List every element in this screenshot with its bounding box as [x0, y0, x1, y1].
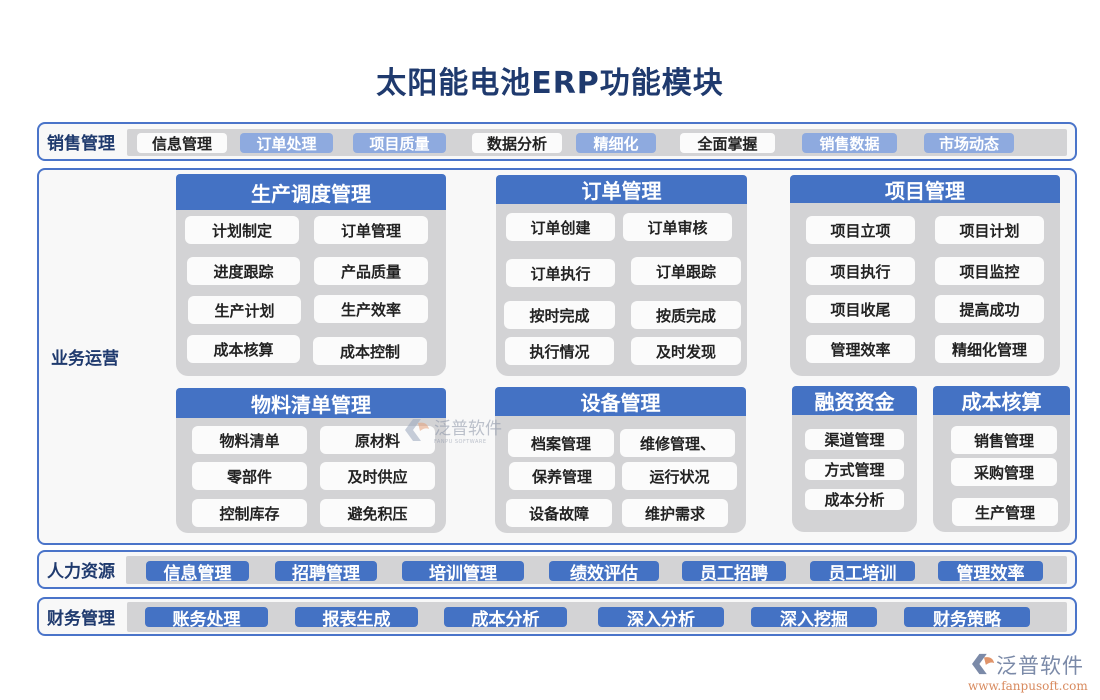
- module-item[interactable]: 及时供应: [320, 462, 435, 490]
- module-item[interactable]: 按时完成: [504, 301, 615, 329]
- finance-item-deep-analysis[interactable]: 深入分析: [598, 607, 724, 630]
- module-financing: 融资资金 渠道管理 方式管理 成本分析: [792, 386, 917, 532]
- module-item[interactable]: 销售管理: [951, 426, 1057, 454]
- module-header: 融资资金: [792, 386, 917, 415]
- module-item[interactable]: 零部件: [192, 462, 307, 490]
- module-item[interactable]: 档案管理: [508, 429, 614, 457]
- module-item[interactable]: 成本控制: [313, 337, 427, 365]
- module-item[interactable]: 提高成功: [935, 295, 1044, 323]
- module-item[interactable]: 成本核算: [187, 335, 300, 363]
- module-item[interactable]: 产品质量: [314, 257, 428, 285]
- module-item[interactable]: 设备故障: [506, 499, 612, 527]
- module-item[interactable]: 进度跟踪: [187, 257, 300, 285]
- module-header: 设备管理: [495, 387, 746, 416]
- module-item[interactable]: 生产计划: [188, 296, 301, 324]
- hr-strip: 信息管理 招聘管理 培训管理 绩效评估 员工招聘 员工培训 管理效率: [126, 556, 1067, 584]
- finance-item-cost-analysis[interactable]: 成本分析: [444, 607, 567, 630]
- module-item[interactable]: 管理效率: [806, 335, 915, 363]
- brand-logo: 泛普软件 www.fanpusoft.com: [968, 650, 1096, 696]
- finance-label: 财务管理: [47, 609, 115, 629]
- hr-item-staff-recruit[interactable]: 员工招聘: [682, 561, 786, 584]
- sales-section: 销售管理 信息管理 订单处理 项目质量 数据分析 精细化 全面掌握 销售数据 市…: [37, 122, 1077, 161]
- finance-item-reports[interactable]: 报表生成: [295, 607, 418, 630]
- module-item[interactable]: 项目收尾: [806, 295, 915, 323]
- module-item[interactable]: 项目立项: [806, 216, 915, 244]
- sales-label: 销售管理: [47, 134, 115, 154]
- sales-item-overview[interactable]: 全面掌握: [680, 133, 775, 153]
- sales-item-data-analysis[interactable]: 数据分析: [472, 133, 562, 153]
- sales-item-sales-data[interactable]: 销售数据: [802, 133, 897, 153]
- module-item[interactable]: 及时发现: [631, 337, 741, 365]
- sales-item-project-quality[interactable]: 项目质量: [353, 133, 446, 153]
- sales-item-info[interactable]: 信息管理: [137, 133, 227, 153]
- module-item[interactable]: 保养管理: [509, 462, 615, 490]
- module-item[interactable]: 控制库存: [192, 499, 307, 527]
- hr-item-training-mgmt[interactable]: 培训管理: [402, 561, 524, 584]
- module-item[interactable]: 避免积压: [320, 499, 435, 527]
- module-header: 生产调度管理: [176, 174, 446, 210]
- module-item[interactable]: 物料清单: [192, 426, 307, 454]
- module-item[interactable]: 订单跟踪: [631, 257, 741, 285]
- module-item[interactable]: 方式管理: [805, 459, 904, 480]
- hr-label: 人力资源: [47, 562, 115, 582]
- module-item[interactable]: 执行情况: [505, 337, 614, 365]
- hr-item-recruit-mgmt[interactable]: 招聘管理: [275, 561, 377, 584]
- module-project-management: 项目管理 项目立项 项目计划 项目执行 项目监控 项目收尾 提高成功 管理效率 …: [790, 175, 1060, 376]
- module-equipment-management: 设备管理 档案管理 维修管理、 保养管理 运行状况 设备故障 维护需求: [495, 387, 746, 533]
- watermark-name: 泛普软件: [434, 419, 502, 439]
- module-item[interactable]: 订单执行: [506, 259, 615, 287]
- finance-strip: 账务处理 报表生成 成本分析 深入分析 深入挖掘 财务策略: [127, 602, 1067, 632]
- module-item[interactable]: 生产管理: [952, 498, 1058, 526]
- sales-item-refinement[interactable]: 精细化: [576, 133, 656, 153]
- module-item[interactable]: 按质完成: [631, 301, 741, 329]
- sales-item-order[interactable]: 订单处理: [240, 133, 333, 153]
- brand-name: 泛普软件: [996, 654, 1084, 678]
- module-item[interactable]: 项目执行: [806, 257, 915, 285]
- hr-item-staff-training[interactable]: 员工培训: [810, 561, 915, 584]
- finance-item-strategy[interactable]: 财务策略: [904, 607, 1030, 630]
- finance-item-accounting[interactable]: 账务处理: [145, 607, 268, 630]
- module-item[interactable]: 维修管理、: [620, 429, 735, 457]
- module-header: 成本核算: [933, 386, 1070, 415]
- module-item[interactable]: 计划制定: [185, 216, 299, 244]
- module-item[interactable]: 成本分析: [805, 489, 904, 510]
- module-item[interactable]: 订单管理: [314, 216, 428, 244]
- module-item[interactable]: 订单审核: [623, 213, 732, 241]
- watermark-sub: FANPU SOFTWARE: [434, 439, 487, 445]
- fanpu-logo-icon: [405, 418, 429, 441]
- module-item[interactable]: 渠道管理: [805, 429, 904, 450]
- module-header: 项目管理: [790, 175, 1060, 203]
- module-item[interactable]: 生产效率: [314, 295, 428, 323]
- module-header: 订单管理: [496, 175, 747, 204]
- module-item[interactable]: 订单创建: [506, 213, 615, 241]
- finance-item-deep-mining[interactable]: 深入挖掘: [751, 607, 877, 630]
- module-item[interactable]: 运行状况: [622, 462, 737, 490]
- module-item[interactable]: 采购管理: [951, 458, 1057, 486]
- hr-item-efficiency[interactable]: 管理效率: [938, 561, 1043, 584]
- sales-strip: 信息管理 订单处理 项目质量 数据分析 精细化 全面掌握 销售数据 市场动态: [127, 129, 1067, 156]
- operations-label: 业务运营: [51, 349, 119, 369]
- hr-item-performance[interactable]: 绩效评估: [549, 561, 659, 584]
- page-title: 太阳能电池ERP功能模块: [376, 66, 724, 101]
- hr-item-info[interactable]: 信息管理: [146, 561, 249, 584]
- module-cost-accounting: 成本核算 销售管理 采购管理 生产管理: [933, 386, 1070, 532]
- module-production-scheduling: 生产调度管理 计划制定 订单管理 进度跟踪 产品质量 生产计划 生产效率 成本核…: [176, 174, 446, 376]
- module-item[interactable]: 项目计划: [935, 216, 1044, 244]
- sales-item-market[interactable]: 市场动态: [924, 133, 1014, 153]
- hr-section: 人力资源 信息管理 招聘管理 培训管理 绩效评估 员工招聘 员工培训 管理效率: [37, 550, 1077, 589]
- fanpu-logo-icon: [972, 653, 995, 675]
- module-header: 物料清单管理: [176, 388, 446, 418]
- module-item[interactable]: 维护需求: [622, 499, 728, 527]
- module-bom-management: 物料清单管理 物料清单 原材料 零部件 及时供应 控制库存 避免积压: [176, 388, 446, 533]
- module-item[interactable]: 精细化管理: [935, 335, 1044, 363]
- module-order-management: 订单管理 订单创建 订单审核 订单执行 订单跟踪 按时完成 按质完成 执行情况 …: [496, 175, 747, 376]
- module-item[interactable]: 项目监控: [935, 257, 1044, 285]
- watermark: 泛普软件 FANPU SOFTWARE: [405, 414, 502, 445]
- finance-section: 财务管理 账务处理 报表生成 成本分析 深入分析 深入挖掘 财务策略: [37, 597, 1077, 636]
- brand-url: www.fanpusoft.com: [968, 679, 1088, 693]
